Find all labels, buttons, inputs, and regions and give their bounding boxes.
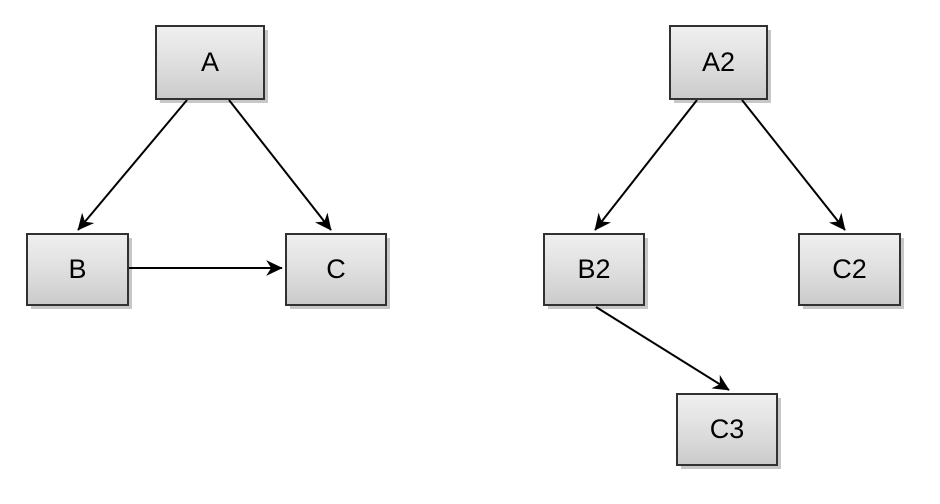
node-label: C3 — [709, 414, 745, 444]
node-c3[interactable]: C3 — [676, 393, 778, 466]
node-a[interactable]: A — [155, 25, 265, 100]
node-b[interactable]: B — [26, 233, 129, 306]
node-c[interactable]: C — [285, 233, 387, 306]
edge-a2-to-b2 — [594, 99, 698, 231]
edge-a-to-c — [228, 99, 332, 231]
node-label: B — [68, 254, 87, 284]
node-label: B2 — [577, 254, 611, 284]
node-label: C2 — [832, 254, 867, 284]
node-a2[interactable]: A2 — [669, 25, 768, 100]
node-label: A2 — [701, 47, 736, 77]
node-label: A — [200, 47, 219, 77]
node-label: C — [326, 254, 346, 284]
edge-b2-to-c3 — [595, 306, 730, 391]
edge-a-to-b — [77, 99, 188, 231]
edges-group — [77, 99, 846, 391]
edge-a2-to-c2 — [741, 99, 846, 231]
node-c2[interactable]: C2 — [798, 233, 901, 306]
node-b2[interactable]: B2 — [543, 233, 645, 306]
